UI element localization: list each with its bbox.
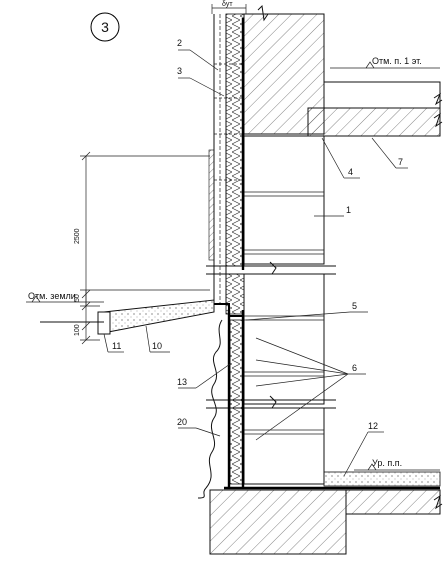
callout-1: 1 xyxy=(346,205,351,215)
level-marks: Отм. п. 1 эт. Отм. земли Ур. п.п. xyxy=(26,56,440,471)
section-marker: 3 xyxy=(90,12,120,42)
dim-depth-bottom: 100 xyxy=(74,324,81,336)
blind-area xyxy=(40,299,215,335)
callout-7: 6 xyxy=(352,363,357,373)
callout-11: 11 xyxy=(112,341,121,351)
callouts: 2 3 7 4 1 5 6 13 20 xyxy=(103,38,408,477)
callout-3: 3 xyxy=(177,66,182,76)
level-basement-floor: Ур. п.п. xyxy=(372,458,402,468)
dim-height-above-ground: 2500 xyxy=(74,228,81,244)
masonry-wall xyxy=(243,135,325,265)
level-first-floor: Отм. п. 1 эт. xyxy=(372,56,422,66)
width-mark: δут xyxy=(222,1,233,8)
dim-offset-top: 50 xyxy=(74,294,81,302)
callout-12: 12 xyxy=(368,421,378,431)
dimensions: 2500 50 100 δут xyxy=(74,1,247,345)
cladding-layer xyxy=(208,14,244,304)
callout-5: 5 xyxy=(352,301,357,311)
level-ground: Отм. земли xyxy=(28,291,76,301)
section-number: 3 xyxy=(101,19,109,35)
callout-6: 7 xyxy=(398,157,403,167)
basement-wall xyxy=(206,273,336,485)
waterproofing xyxy=(214,18,440,490)
callout-4: 4 xyxy=(348,167,353,177)
foundation xyxy=(209,471,443,555)
callout-2: 2 xyxy=(177,38,182,48)
callout-20: 20 xyxy=(177,417,187,427)
soil-line xyxy=(197,319,223,499)
floor-slab xyxy=(307,81,443,137)
callout-10: 10 xyxy=(152,341,162,351)
callout-13: 13 xyxy=(177,377,187,387)
